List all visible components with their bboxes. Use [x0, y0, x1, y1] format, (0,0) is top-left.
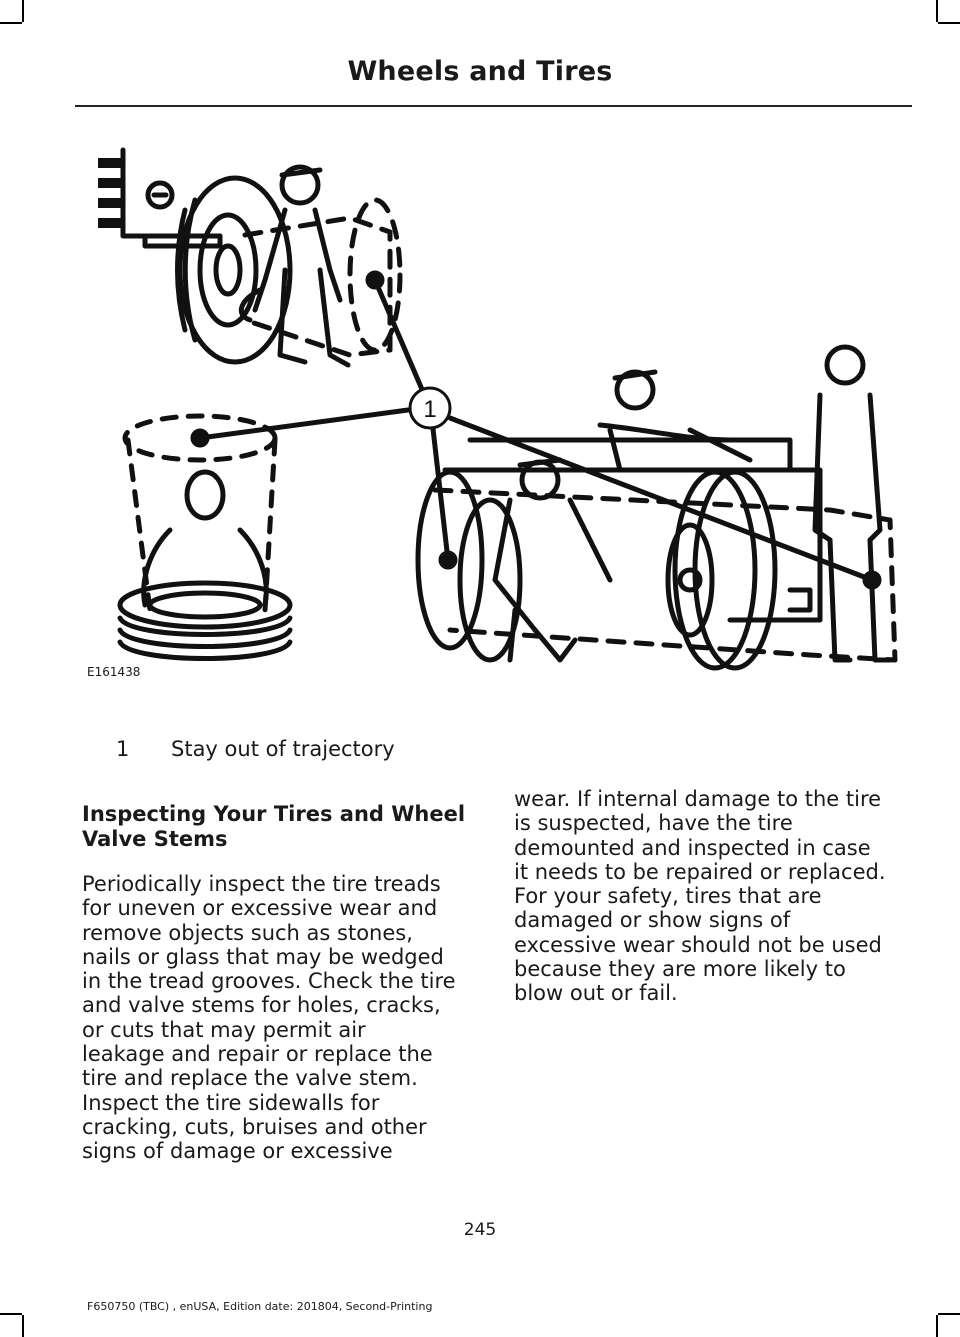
crop-mark-bottom-right — [936, 1315, 938, 1337]
text-line: signs of damage or excessive — [82, 1139, 393, 1164]
trajectory-zone-top-end — [347, 197, 403, 353]
crop-mark-top-left-h — [0, 22, 22, 24]
trajectory-zone-top — [242, 215, 393, 358]
crop-mark-bottom-left — [22, 1315, 24, 1337]
text-line: excessive wear should not be used — [514, 932, 882, 957]
callout-1-label: 1 — [423, 396, 436, 423]
tire-being-serviced — [665, 469, 778, 671]
crop-mark-bottom-left-h — [0, 1313, 22, 1315]
text-line: nails or glass that may be wedged — [82, 944, 444, 969]
text-line: For your safety, tires that are — [514, 884, 822, 909]
text-line: is suspected, have the tire — [514, 811, 793, 836]
text-line: because they are more likely to — [514, 957, 846, 982]
text-line: Inspect the tire sidewalls for — [82, 1090, 380, 1115]
header-divider — [75, 105, 912, 107]
callout-1: 1 — [408, 386, 452, 430]
text-line: leakage and repair or replace the — [82, 1042, 433, 1067]
text-line: tire and replace the valve stem. — [82, 1066, 418, 1091]
text-line: or cuts that may permit air — [82, 1017, 366, 1042]
body-text-right: wear. If internal damage to the tire is … — [514, 787, 914, 1006]
text-line: wear. If internal damage to the tire — [514, 787, 882, 811]
section-heading: Inspecting Your Tires and Wheel Valve St… — [82, 802, 466, 851]
mechanic-kneeling — [492, 457, 613, 663]
mechanic-gesturing — [597, 369, 753, 473]
text-line: for uneven or excessive wear and — [82, 896, 438, 921]
text-line: blow out or fail. — [514, 981, 678, 1006]
trajectory-zone-right — [432, 487, 898, 663]
text-line: damaged or show signs of — [514, 908, 791, 933]
person-with-tires — [117, 413, 293, 661]
text-line: cracking, cuts, bruises and other — [82, 1114, 427, 1139]
tire-safety-trajectory-illustration: 1 — [98, 147, 898, 671]
text-line: it needs to be repaired or replaced. — [514, 859, 886, 884]
standing-man — [812, 344, 893, 663]
mechanic-top — [238, 164, 351, 368]
text-line: remove objects such as stones, — [82, 920, 413, 945]
text-line: and valve stems for holes, cracks, — [82, 993, 441, 1018]
crop-mark-top-left — [22, 0, 24, 22]
text-line: demounted and inspected in case — [514, 835, 871, 860]
crop-mark-top-right-h — [938, 22, 960, 24]
page-title: Wheels and Tires — [347, 56, 613, 87]
figure-code: E161438 — [87, 665, 141, 679]
edition-info: F650750 (TBC) , enUSA, Edition date: 201… — [87, 1300, 433, 1313]
mounted-tire-left — [175, 175, 293, 365]
text-line: in the tread grooves. Check the tire — [82, 969, 456, 994]
text-line: Periodically inspect the tire treads — [82, 872, 441, 896]
legend-text: Stay out of trajectory — [171, 737, 395, 761]
page-number: 245 — [463, 1220, 497, 1240]
truck-chassis-right — [415, 437, 823, 663]
legend-number: 1 — [116, 737, 130, 761]
crop-mark-bottom-right-h — [938, 1313, 960, 1315]
crop-mark-top-right — [936, 0, 938, 22]
body-text-left: Periodically inspect the tire treads for… — [82, 872, 482, 1164]
